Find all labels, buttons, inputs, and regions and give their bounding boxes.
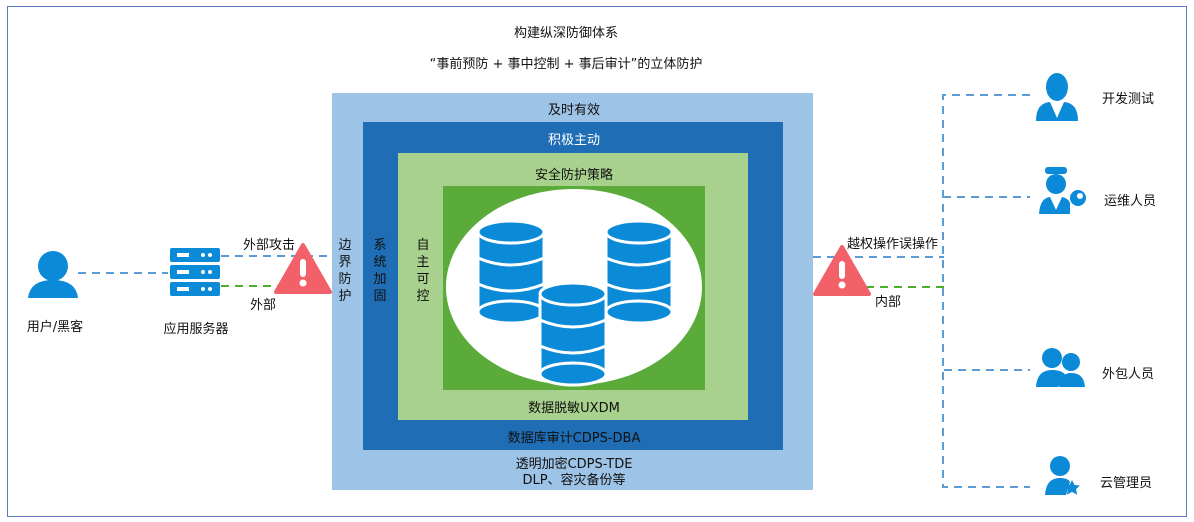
dlp-label: DLP、容灾备份等 bbox=[522, 473, 626, 488]
database-icon bbox=[604, 219, 674, 325]
developer-icon bbox=[1036, 73, 1078, 121]
server-label: 应用服务器 bbox=[163, 322, 229, 337]
diagram-frame bbox=[7, 6, 1187, 517]
user-icon bbox=[28, 251, 78, 298]
db-audit-label: 数据库审计CDPS-DBA bbox=[507, 431, 641, 446]
role-links bbox=[942, 94, 1030, 488]
subtitle: “事前预防 + 事中控制 + 事后审计”的立体防护 bbox=[429, 57, 703, 72]
boundary-protection-label: 边界防护 bbox=[338, 238, 352, 304]
layer-strategy-label: 安全防护策略 bbox=[534, 168, 614, 183]
role-developer: 开发测试 bbox=[1102, 92, 1155, 107]
system-hardening-label: 系统加固 bbox=[373, 238, 387, 304]
warning-icon bbox=[813, 245, 871, 296]
privilege-abuse-label: 越权操作误操作 bbox=[847, 237, 939, 252]
outsourced-staff-icon bbox=[1036, 348, 1085, 387]
ops-staff-icon bbox=[1039, 167, 1086, 214]
layer-timely-label: 及时有效 bbox=[547, 103, 601, 118]
role-outsourced: 外包人员 bbox=[1102, 367, 1155, 382]
cloud-admin-icon bbox=[1045, 456, 1080, 495]
role-cloud-admin: 云管理员 bbox=[1100, 476, 1153, 491]
internal-label: 内部 bbox=[875, 295, 902, 310]
warning-icon bbox=[274, 243, 332, 294]
database-icons bbox=[476, 219, 674, 387]
self-control-label: 自主可控 bbox=[416, 238, 430, 304]
external-label: 外部 bbox=[249, 298, 277, 313]
server-icon bbox=[170, 248, 220, 296]
external-attack-label: 外部攻击 bbox=[242, 238, 296, 253]
data-masking-label: 数据脱敏UXDM bbox=[528, 401, 620, 416]
database-icon bbox=[538, 281, 608, 387]
title: 构建纵深防御体系 bbox=[513, 26, 619, 41]
user-label: 用户/黑客 bbox=[26, 320, 84, 335]
role-ops: 运维人员 bbox=[1104, 194, 1157, 209]
database-icon bbox=[476, 219, 546, 325]
layer-proactive-label: 积极主动 bbox=[547, 133, 601, 148]
tde-label: 透明加密CDPS-TDE bbox=[515, 457, 633, 472]
